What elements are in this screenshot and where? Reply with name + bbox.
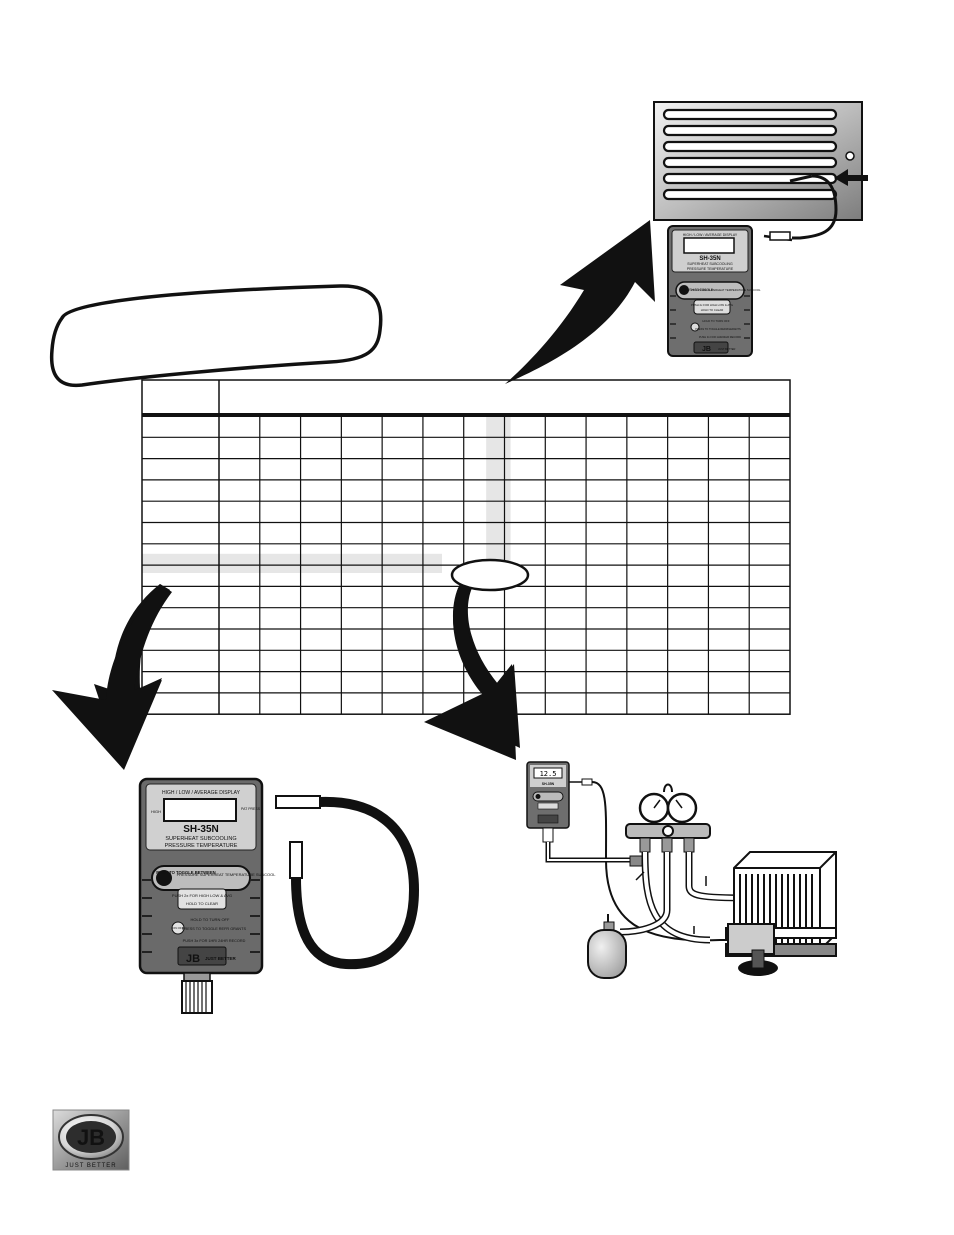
svg-text:PUSH 3x FOR 1HR/24HR RECORD: PUSH 3x FOR 1HR/24HR RECORD — [699, 335, 741, 339]
condensing-unit — [725, 851, 837, 976]
svg-text:PRESSURE TEMPERATURE: PRESSURE TEMPERATURE — [687, 267, 734, 271]
jb-logo: JB — [186, 953, 200, 965]
svg-text:PRESSURE TEMPERATURE: PRESSURE TEMPERATURE — [165, 843, 238, 849]
display-caption: HIGH / LOW / AVERAGE DISPLAY — [683, 233, 738, 237]
svg-text:HOLD TO CLEAR: HOLD TO CLEAR — [186, 901, 218, 906]
svg-text:PUSH 3x FOR 1HR/ 24HR RECORD: PUSH 3x FOR 1HR/ 24HR RECORD — [183, 939, 246, 943]
highlight-oval — [450, 558, 530, 592]
highlight-row-band — [142, 553, 442, 573]
svg-text:HIGH: HIGH — [151, 809, 161, 814]
svg-text:PUSH TO TOGGLE BETWEEN: PUSH TO TOGGLE BETWEEN — [156, 870, 215, 875]
meter-top-right: HIGH / LOW / AVERAGE DISPLAY SH-35N SUPE… — [667, 225, 761, 357]
svg-text:PUSH 2x FOR HIGH LOW & AVG: PUSH 2x FOR HIGH LOW & AVG — [172, 893, 232, 898]
svg-text:PRESSURE SUPERHEAT TEMPERATURE: PRESSURE SUPERHEAT TEMPERATURE SUBCOOL — [691, 288, 761, 292]
svg-text:SUPERHEAT SUBCOOLING: SUPERHEAT SUBCOOLING — [687, 262, 733, 266]
svg-text:PUSH TO TOGGLE: PUSH TO TOGGLE — [685, 288, 713, 292]
svg-text:PAT PRESS: PAT PRESS — [241, 807, 261, 811]
logo-letters: JB — [77, 1125, 105, 1150]
svg-text:JUST BETTER: JUST BETTER — [718, 347, 736, 351]
svg-text:PUSH 2x FOR HIGH LOW & AVG: PUSH 2x FOR HIGH LOW & AVG — [691, 303, 733, 307]
meter-bottom-left: HIGH / LOW / AVERAGE DISPLAY HIGH PAT PR… — [138, 777, 277, 1014]
highlight-column-band — [486, 416, 511, 566]
model-label: SH-35N — [183, 824, 219, 835]
temperature-probe — [275, 795, 420, 970]
svg-text:PRESS TO TOGGLE REFR GRANTS: PRESS TO TOGGLE REFR GRANTS — [182, 927, 247, 931]
model-label: SH-35N — [699, 256, 720, 262]
meter-bottom-right: 12.5 SH-35N — [526, 761, 732, 942]
refrigerant-tank — [587, 921, 627, 979]
svg-text:SUPERHEAT SUBCOOLING: SUPERHEAT SUBCOOLING — [165, 836, 236, 842]
jb-logo: JB — [702, 346, 711, 353]
svg-text:SH-35N: SH-35N — [542, 782, 555, 786]
display-value: 12.5 — [540, 770, 557, 778]
callout-bubble — [49, 284, 383, 388]
svg-text:PRESSURE SUPERHEAT TEMPERATURE: PRESSURE SUPERHEAT TEMPERATURE SUBCOOL — [177, 872, 277, 877]
svg-text:JUST BETTER: JUST BETTER — [205, 956, 237, 961]
supply-register — [653, 101, 868, 242]
arrow-to-register — [505, 220, 655, 384]
svg-text:HOLD TO CLEAR: HOLD TO CLEAR — [701, 308, 723, 312]
display-caption: HIGH / LOW / AVERAGE DISPLAY — [162, 790, 241, 796]
svg-text:ON OFF: ON OFF — [172, 926, 183, 930]
data-table — [141, 379, 791, 715]
svg-text:PRESS TO TOGGLE REFRIGERANTS: PRESS TO TOGGLE REFRIGERANTS — [695, 327, 741, 331]
svg-text:HOLD TO TURN OFF: HOLD TO TURN OFF — [191, 917, 230, 922]
logo-tagline: JUST BETTER — [65, 1163, 116, 1169]
manifold-gauge-set — [607, 783, 772, 944]
footer-jb-logo: JB JUST BETTER — [52, 1109, 130, 1171]
svg-text:HOLD TO TURN OFF: HOLD TO TURN OFF — [702, 319, 729, 323]
